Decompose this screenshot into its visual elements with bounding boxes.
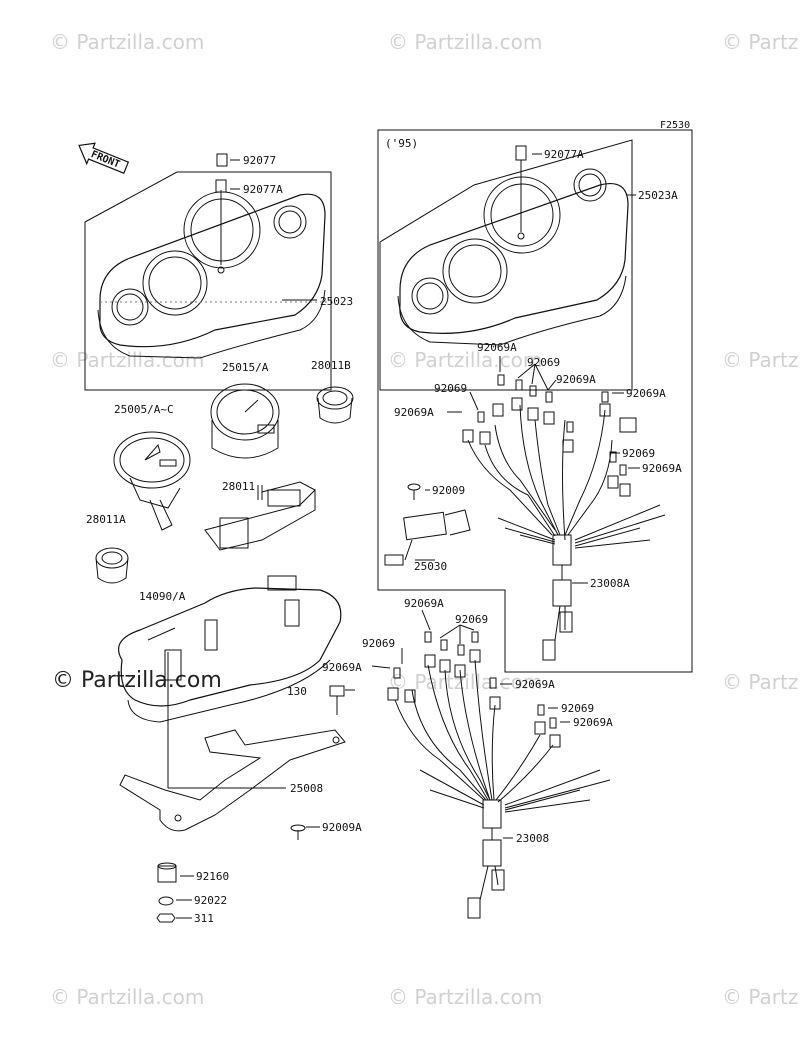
variant-95-box	[377, 129, 693, 673]
wiring-harness-23008a	[462, 374, 666, 661]
part-label-14090[interactable]: 14090/A	[139, 590, 186, 603]
watermark: © Partzilla.com	[722, 348, 800, 372]
part-label-130[interactable]: 130	[287, 685, 307, 698]
watermark: © Partzilla.com	[50, 348, 205, 372]
part-label-92077a[interactable]: 92077A	[243, 183, 283, 196]
watermark: © Partzilla.com	[50, 30, 205, 54]
part-label-92069a[interactable]: 92069A	[394, 406, 434, 419]
part-label-92022[interactable]: 92022	[194, 894, 228, 907]
part-label-28011[interactable]: 28011	[222, 480, 256, 493]
part-label-92069[interactable]: 92069	[455, 613, 489, 626]
figure-code: F2530	[660, 120, 691, 131]
watermark: © Partzilla.com	[388, 348, 543, 372]
speedometer-unit	[113, 431, 191, 531]
part-label-92069[interactable]: 92069	[434, 382, 468, 395]
watermark: © Partzilla.com	[388, 30, 543, 54]
part-label-25005[interactable]: 25005/A~C	[114, 403, 174, 416]
part-label-92009a[interactable]: 92009A	[322, 821, 362, 834]
part-label-28011a[interactable]: 28011A	[86, 513, 126, 526]
front-arrow-icon	[78, 142, 130, 175]
wiring-harness-23008	[387, 631, 611, 919]
nut-311	[156, 913, 176, 923]
part-label-92069a[interactable]: 92069A	[515, 678, 555, 691]
part-label-92077[interactable]: 92077	[243, 154, 277, 167]
part-label-92069a[interactable]: 92069A	[322, 661, 362, 674]
part-label-92069a[interactable]: 92069A	[404, 597, 444, 610]
part-label-28011b[interactable]: 28011B	[311, 359, 351, 372]
watermark: © Partzilla.com	[50, 985, 205, 1009]
screw-92009a	[290, 824, 306, 840]
trip-meter-28011	[204, 481, 316, 551]
grommet-92160	[157, 862, 177, 883]
part-label-92069a[interactable]: 92069A	[573, 716, 613, 729]
part-label-23008a[interactable]: 23008A	[590, 577, 630, 590]
watermark: © Partzilla.com	[722, 985, 800, 1009]
part-label-92069a[interactable]: 92069A	[642, 462, 682, 475]
part-label-92160[interactable]: 92160	[196, 870, 230, 883]
tachometer-unit	[210, 383, 280, 459]
part-label-92069[interactable]: 92069	[362, 637, 396, 650]
watermark: © Partzilla.com	[722, 30, 800, 54]
right-meter-cover-group	[397, 145, 629, 346]
indicator-housing-28011a	[95, 547, 129, 584]
indicator-housing-28011b	[316, 386, 354, 424]
part-label-23008[interactable]: 23008	[516, 832, 550, 845]
variant-label: ('95)	[385, 137, 419, 150]
washer-92022	[158, 896, 174, 906]
part-label-25008[interactable]: 25008	[290, 782, 324, 795]
part-label-92069a[interactable]: 92069A	[477, 341, 517, 354]
bracket-25008	[119, 729, 346, 832]
highlight-watermark: © Partzilla.com	[52, 668, 222, 693]
left-meter-cover-group	[84, 153, 332, 391]
part-label-92069[interactable]: 92069	[561, 702, 595, 715]
part-label-92009[interactable]: 92009	[432, 484, 466, 497]
part-label-92077a-95[interactable]: 92077A	[544, 148, 584, 161]
watermark: © Partzilla.com	[722, 670, 800, 694]
bolt-130	[329, 685, 345, 715]
part-label-25030[interactable]: 25030	[414, 560, 448, 573]
watermark: © Partzilla.com	[388, 985, 543, 1009]
part-label-311[interactable]: 311	[194, 912, 214, 925]
relay-25030	[384, 483, 471, 566]
part-label-92069[interactable]: 92069	[622, 447, 656, 460]
part-label-25023[interactable]: 25023	[320, 295, 354, 308]
part-label-25023a[interactable]: 25023A	[638, 189, 678, 202]
part-label-25015[interactable]: 25015/A	[222, 361, 269, 374]
meter-case-14090	[118, 575, 342, 723]
part-label-92069[interactable]: 92069	[527, 356, 561, 369]
part-label-92069a[interactable]: 92069A	[556, 373, 596, 386]
part-label-92069a[interactable]: 92069A	[626, 387, 666, 400]
